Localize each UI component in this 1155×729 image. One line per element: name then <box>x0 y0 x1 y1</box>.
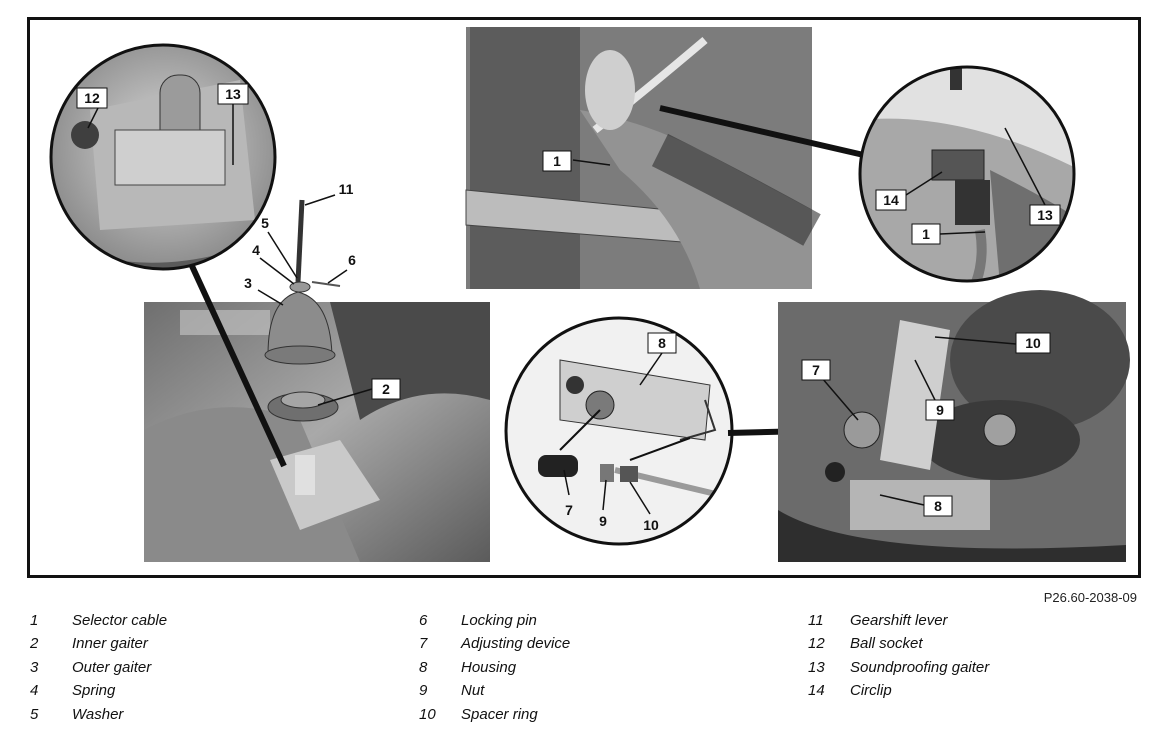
detail-circle-circlip <box>858 65 1076 283</box>
legend-number: 9 <box>419 682 428 700</box>
svg-text:7: 7 <box>812 362 820 378</box>
callout-5: 5 <box>261 215 298 279</box>
callout-11: 11 <box>304 181 354 206</box>
illustration: 1 1 2 3 4 5 6 7 <box>49 27 1130 562</box>
callout-9-circle: 9 <box>599 479 607 529</box>
svg-text:13: 13 <box>1037 207 1053 223</box>
svg-text:10: 10 <box>1025 335 1041 351</box>
parts-legend: 1 Selector cable 2 Inner gaiter 3 Outer gai… <box>0 612 1155 729</box>
leader-line-top-right <box>659 105 869 159</box>
svg-text:1: 1 <box>553 153 561 169</box>
svg-text:3: 3 <box>244 275 252 291</box>
legend-label: Selector cable <box>72 612 168 629</box>
legend-number: 4 <box>30 682 39 700</box>
legend-label: Nut <box>461 682 485 700</box>
callout-6: 6 <box>327 252 356 284</box>
legend-label: Spacer ring <box>461 705 538 723</box>
callout-2: 2 <box>317 378 401 406</box>
leader-line-top-left <box>189 264 287 468</box>
svg-text:5: 5 <box>261 215 269 231</box>
detail-circle-ball-socket <box>49 43 277 271</box>
svg-text:4: 4 <box>252 242 260 258</box>
legend-number: 10 <box>419 705 436 723</box>
svg-text:8: 8 <box>658 335 666 351</box>
legend-number: 8 <box>419 658 428 676</box>
svg-text:9: 9 <box>936 402 944 418</box>
callout-13-circle: 13 <box>217 83 249 165</box>
callout-8-photo: 8 <box>879 494 953 517</box>
svg-text:7: 7 <box>565 502 573 518</box>
callout-13-right: 13 <box>1004 127 1061 226</box>
legend-label: Housing <box>461 658 517 676</box>
svg-text:9: 9 <box>599 513 607 529</box>
callout-labels: 1 1 2 3 4 5 6 7 <box>76 83 1061 533</box>
callout-12: 12 <box>76 87 108 129</box>
svg-text:6: 6 <box>348 252 356 268</box>
legend-number: 14 <box>808 682 825 700</box>
legend-label: Locking pin <box>461 612 537 629</box>
legend-label: Outer gaiter <box>72 658 152 676</box>
legend-label: Adjusting device <box>461 635 571 653</box>
legend-number: 2 <box>30 635 39 653</box>
callout-8-circle: 8 <box>639 332 677 386</box>
legend-number: 5 <box>30 705 39 723</box>
legend-number: 6 <box>419 612 428 629</box>
photo-transmission <box>778 290 1130 562</box>
callout-7-circle: 7 <box>563 469 573 518</box>
callout-9-photo: 9 <box>914 359 955 421</box>
callout-3: 3 <box>244 275 284 306</box>
callout-7-photo: 7 <box>801 359 859 421</box>
legend-label: Washer <box>72 705 124 723</box>
photo-underbody-cable <box>465 27 821 289</box>
callout-10-photo: 10 <box>934 332 1051 354</box>
svg-text:12: 12 <box>84 90 100 106</box>
figure-code: P26.60-2038-09 <box>1043 590 1137 605</box>
legend-number: 1 <box>30 612 39 629</box>
callout-4: 4 <box>252 242 295 285</box>
svg-text:8: 8 <box>934 498 942 514</box>
svg-text:2: 2 <box>382 381 390 397</box>
legend-number: 11 <box>808 612 824 629</box>
callout-1-circle: 1 <box>911 223 986 245</box>
legend-label: Soundproofing gaiter <box>850 658 990 676</box>
legend-number: 12 <box>808 635 825 653</box>
legend-number: 13 <box>808 658 825 676</box>
gearshift-lever-parts <box>264 199 341 422</box>
legend-label: Inner gaiter <box>72 635 148 653</box>
legend-label: Gearshift lever <box>850 612 948 629</box>
callout-10-circle: 10 <box>629 481 659 533</box>
legend-label: Spring <box>72 682 116 700</box>
svg-text:1: 1 <box>922 226 930 242</box>
legend-number: 7 <box>419 635 428 653</box>
svg-text:11: 11 <box>339 181 354 197</box>
legend-number: 3 <box>30 658 39 676</box>
svg-text:14: 14 <box>883 192 899 208</box>
legend-label: Ball socket <box>850 635 923 653</box>
callout-14: 14 <box>875 171 943 211</box>
callout-1-underbody: 1 <box>542 150 611 172</box>
svg-text:13: 13 <box>225 86 241 102</box>
detail-circle-adjusting-device <box>504 316 734 546</box>
svg-text:10: 10 <box>643 517 659 533</box>
legend-label: Circlip <box>850 682 892 700</box>
